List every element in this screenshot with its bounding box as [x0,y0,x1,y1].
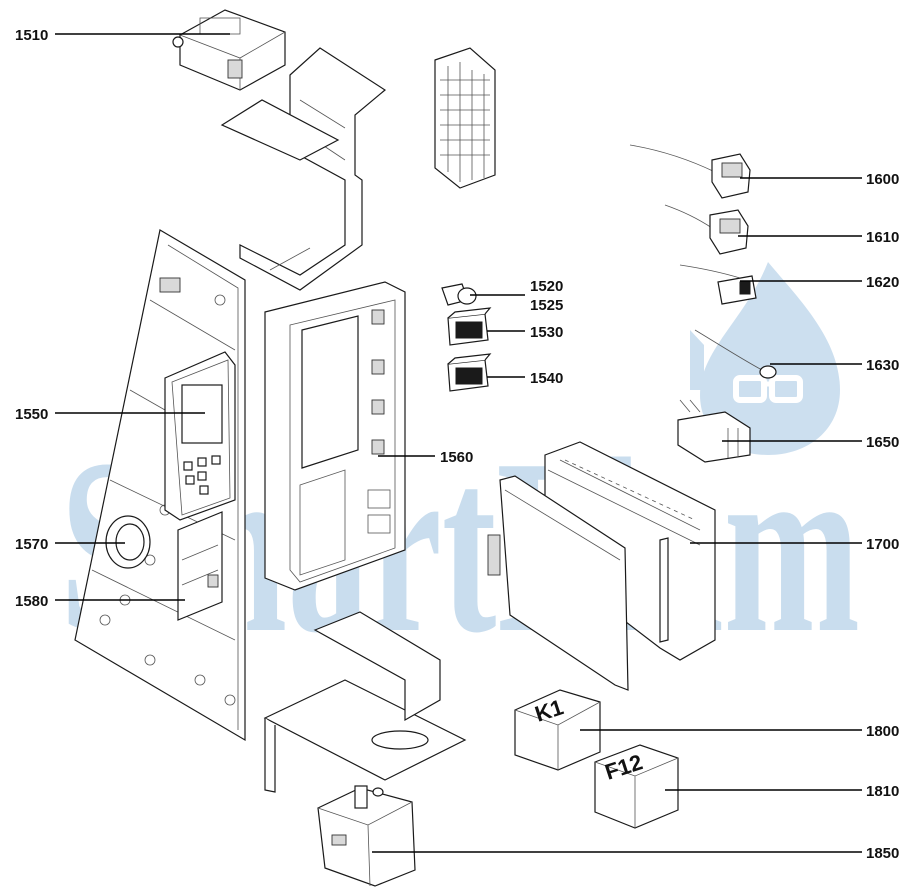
part-1580-board [177,511,223,621]
mounting-plate [487,475,629,691]
part-1600-connector [629,144,751,199]
part-1550-display-panel [164,351,236,521]
label-1600: 1600 [866,171,899,188]
part-1530-switch [447,307,492,346]
label-1630: 1630 [866,357,899,374]
label-1530: 1530 [530,324,563,341]
slot-icons [367,309,391,534]
part-1520-knob [441,283,477,306]
bracket-upper [220,47,387,291]
part-1610-connector [664,204,749,255]
label-1540: 1540 [530,370,563,387]
part-labels: 1510 1520 1525 1530 1540 1550 1560 1570 … [15,27,899,862]
label-1850: 1850 [866,845,899,862]
label-1550: 1550 [15,406,48,423]
watermark-logo-icon [690,262,840,455]
label-1620: 1620 [866,274,899,291]
label-1810: 1810 [866,783,899,800]
keypad-icon [183,455,221,495]
leader-lines [55,33,862,853]
part-1800-relay-k1: K1 [514,689,601,771]
label-1800: 1800 [866,723,899,740]
label-1700: 1700 [866,536,899,553]
part-1560-front-frame [264,281,406,591]
label-1610: 1610 [866,229,899,246]
label-1580: 1580 [15,593,48,610]
label-1570: 1570 [15,536,48,553]
label-1525: 1525 [530,297,563,314]
part-1620-plug [679,264,757,305]
part-1810-relay-f12: F12 [594,744,679,829]
label-1560: 1560 [440,449,473,466]
label-1650: 1650 [866,434,899,451]
label-1510: 1510 [15,27,48,44]
part-1850-tank [317,785,416,887]
part-1650-terminal [677,399,751,463]
label-1520: 1520 [530,278,563,295]
part-1540-switch [447,353,492,392]
part-1570-grommet [105,515,151,569]
terminal-strip [434,47,496,189]
base-plate [263,611,467,793]
part-1510-block [172,9,286,91]
part-1630-sensor [694,329,777,379]
